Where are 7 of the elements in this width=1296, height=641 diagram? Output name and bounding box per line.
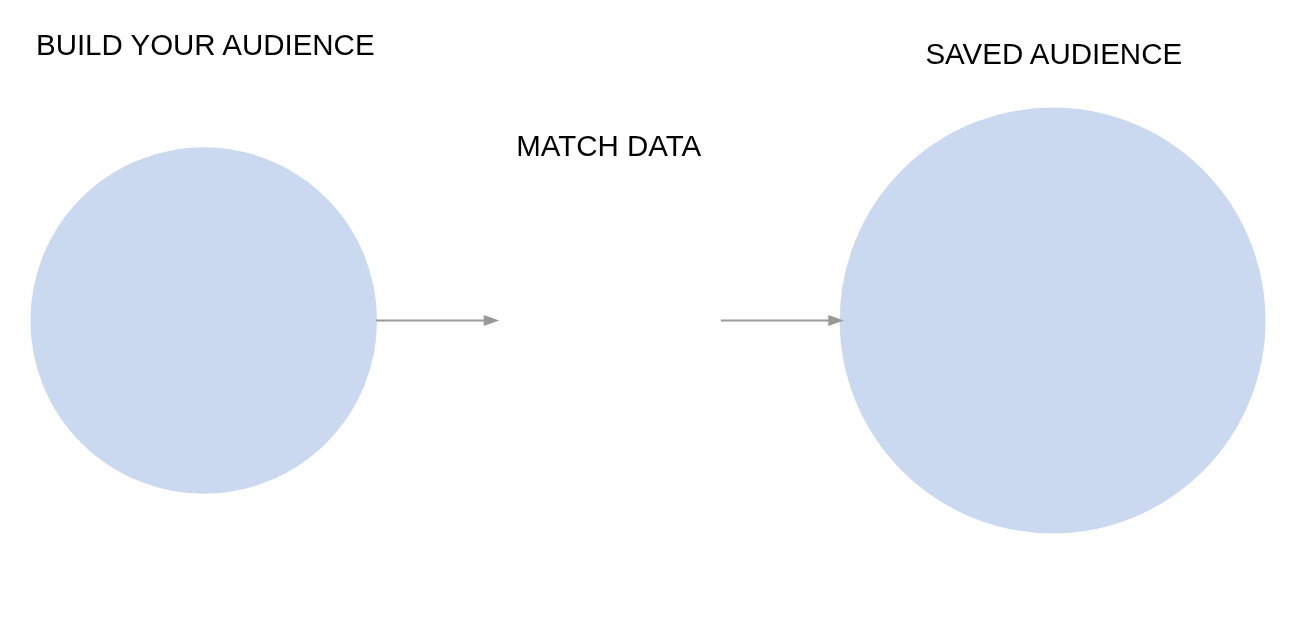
node-label: BUILD YOUR AUDIENCE xyxy=(35,27,375,61)
node-text: MATCH DATA xyxy=(516,129,702,163)
node-circle xyxy=(30,147,377,494)
arrow xyxy=(376,315,500,326)
node-label: SAVED AUDIENCE xyxy=(925,36,1183,70)
arrow xyxy=(720,315,844,326)
node-circle xyxy=(839,107,1266,534)
